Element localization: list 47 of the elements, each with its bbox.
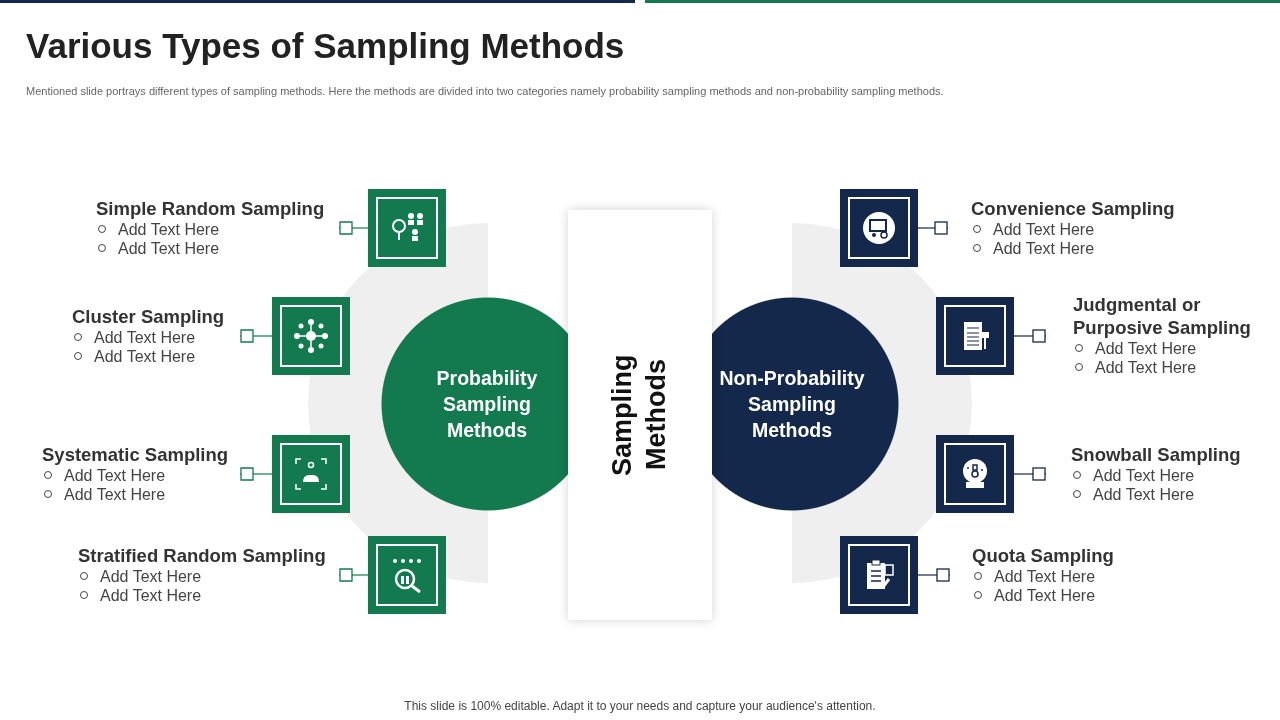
connector-line bbox=[917, 568, 951, 582]
method-heading: Judgmental or Purposive Sampling bbox=[1073, 293, 1252, 339]
bullet-text: Add Text Here bbox=[42, 466, 240, 485]
band-title: Sampling Methods bbox=[606, 353, 672, 478]
bullet-text: Add Text Here bbox=[1071, 485, 1256, 504]
connector-line bbox=[1013, 329, 1047, 343]
bullet-text: Add Text Here bbox=[1071, 466, 1256, 485]
connector-line bbox=[239, 467, 273, 481]
method-heading: Snowball Sampling bbox=[1071, 443, 1242, 466]
connector-line bbox=[338, 221, 369, 235]
bullet-text: Add Text Here bbox=[972, 567, 1150, 586]
bullet-text: Add Text Here bbox=[971, 220, 1208, 239]
bullet-text: Add Text Here bbox=[42, 485, 240, 504]
slide-title: Various Types of Sampling Methods bbox=[26, 26, 625, 66]
circle-label: Non-Probability Sampling Methods bbox=[718, 366, 866, 443]
method-heading: Cluster Sampling bbox=[72, 305, 226, 328]
icon-tile bbox=[936, 435, 1014, 513]
icon-tile bbox=[368, 189, 446, 267]
method-heading: Stratified Random Sampling bbox=[78, 544, 327, 567]
connector-line bbox=[1013, 467, 1047, 481]
bullet-text: Add Text Here bbox=[78, 567, 339, 586]
icon-tile bbox=[272, 435, 350, 513]
icon-tile bbox=[840, 189, 918, 267]
bullet-text: Add Text Here bbox=[72, 347, 240, 366]
bullet-text: Add Text Here bbox=[972, 586, 1150, 605]
method-heading: Systematic Sampling bbox=[42, 443, 230, 466]
method-heading: Simple Random Sampling bbox=[96, 197, 326, 220]
bullet-text: Add Text Here bbox=[1073, 339, 1266, 358]
connector-line bbox=[239, 329, 273, 343]
bullet-text: Add Text Here bbox=[1073, 358, 1266, 377]
connector-line bbox=[338, 568, 369, 582]
footer-note: This slide is 100% editable. Adapt it to your needs and capture your audience's attention. bbox=[403, 699, 877, 713]
connector-line bbox=[917, 221, 949, 235]
icon-tile bbox=[272, 297, 350, 375]
bullet-text: Add Text Here bbox=[96, 220, 339, 239]
center-band bbox=[568, 210, 712, 620]
bullet-text: Add Text Here bbox=[96, 239, 339, 258]
bullet-text: Add Text Here bbox=[72, 328, 240, 347]
circle-label: Probability Sampling Methods bbox=[435, 366, 539, 443]
subtitle-text: Mentioned slide portrays different types of sampling methods. Here the methods are divided into two categories namely probability sampling methods and non-probability sampling methods. bbox=[26, 85, 944, 97]
method-heading: Convenience Sampling bbox=[971, 197, 1176, 220]
bullet-text: Add Text Here bbox=[78, 586, 339, 605]
icon-tile bbox=[936, 297, 1014, 375]
bullet-text: Add Text Here bbox=[971, 239, 1208, 258]
icon-tile bbox=[840, 536, 918, 614]
method-heading: Quota Sampling bbox=[972, 544, 1115, 567]
icon-tile bbox=[368, 536, 446, 614]
